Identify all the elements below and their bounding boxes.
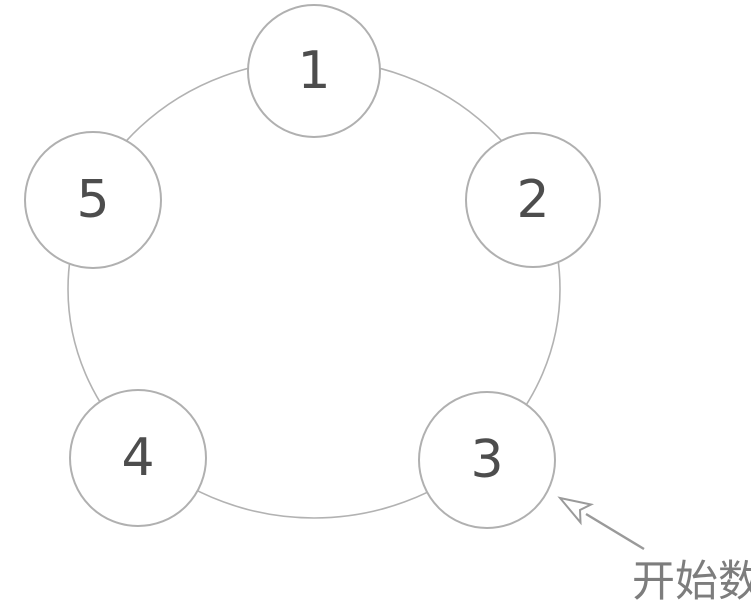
node-4: 4	[69, 389, 207, 527]
node-5: 5	[24, 131, 162, 269]
node-2-label: 2	[516, 170, 549, 230]
node-2: 2	[465, 132, 601, 268]
node-5-label: 5	[76, 170, 109, 230]
arrow-shaft	[585, 512, 645, 551]
arrow-head-icon	[557, 496, 595, 526]
start-annotation: 开始数	[557, 496, 751, 603]
node-3-label: 3	[470, 430, 503, 490]
node-4-label: 4	[121, 428, 154, 488]
annotation-label: 开始数	[632, 557, 751, 603]
node-1-label: 1	[297, 41, 330, 101]
node-2-circle	[465, 132, 601, 268]
node-3-circle	[418, 391, 556, 529]
node-1-circle	[247, 4, 381, 138]
node-3: 3	[418, 391, 556, 529]
node-1: 1	[247, 4, 381, 138]
node-4-circle	[69, 389, 207, 527]
node-5-circle	[24, 131, 162, 269]
